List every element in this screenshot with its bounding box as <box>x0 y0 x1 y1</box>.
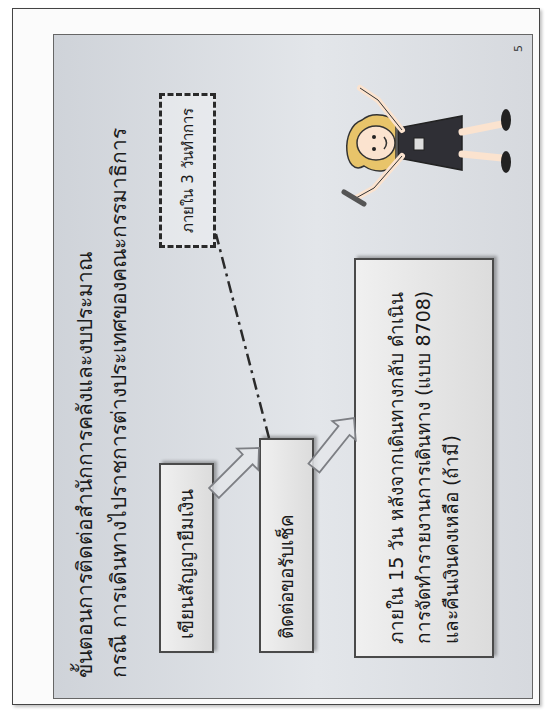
block-arrow <box>309 418 356 472</box>
node-text: เขียนสัญญายืมเงิน <box>173 477 201 639</box>
hollow-arrow <box>309 418 356 472</box>
pencil <box>344 192 364 204</box>
dash-dot-connector <box>216 234 269 438</box>
block-arrow <box>209 448 259 498</box>
process-box: ภายใน 15 วัน หลังจากเดินทางกลับ ดำเนินกา… <box>354 258 494 658</box>
girl-mouth <box>384 137 387 149</box>
girl-arm <box>356 156 402 198</box>
slide: เขียนสัญญายืมเงิน ติดต่อขอรับเช็ค ภายใน 15… <box>53 34 533 699</box>
girl-arm <box>360 88 402 130</box>
girl-arm-outline <box>356 156 402 198</box>
slide-title: ขั้นตอนการติดต่อสำนักการคลังและงบประมาณ <box>68 252 101 678</box>
girl-badge <box>414 138 424 150</box>
dash-dot-line <box>216 234 269 438</box>
node-text: ภายใน 15 วัน หลังจากเดินทางกลับ ดำเนินกา… <box>383 272 466 644</box>
time-note-box: ภายใน 3 วันทำการ <box>159 93 216 248</box>
node-text: ภายใน 3 วันทำการ <box>176 108 200 232</box>
girl-leg <box>462 124 502 132</box>
girl-leg <box>462 154 502 158</box>
girl-hair <box>347 115 396 171</box>
hollow-arrow <box>209 448 259 498</box>
page-frame: เขียนสัญญายืมเงิน ติดต่อขอรับเช็ค ภายใน 15… <box>12 8 540 705</box>
process-box: ติดต่อขอรับเช็ค <box>259 438 314 653</box>
page-number: 5 <box>512 45 525 52</box>
girl-arm-outline <box>360 88 402 130</box>
girl-shoe <box>501 151 511 173</box>
subtitle: กรณี การเดินทางไปราชการต่างประเทศของคณะก… <box>102 128 135 678</box>
girl-eye <box>372 135 376 139</box>
girl-dress <box>398 116 462 170</box>
node-text: ติดต่อขอรับเช็ค <box>273 452 301 639</box>
process-box: เขียนสัญญายืมเงิน <box>159 463 214 653</box>
cartoon-girl <box>334 58 519 228</box>
girl-shoe <box>501 109 511 131</box>
girl-face <box>357 126 395 160</box>
connector-layer <box>54 33 534 698</box>
girl-eye <box>372 147 376 151</box>
